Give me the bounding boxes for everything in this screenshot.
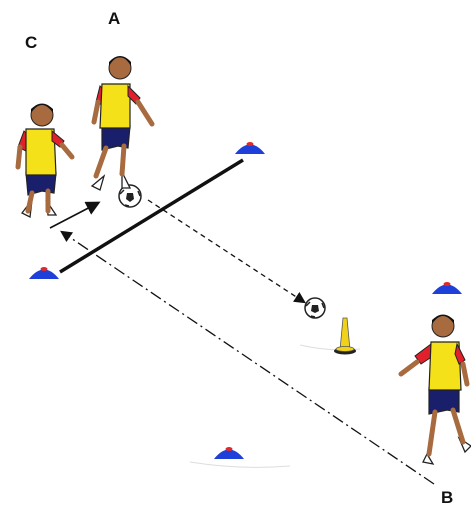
disc-cone-icon xyxy=(235,142,265,154)
disc-cone-icon xyxy=(29,267,59,279)
gate-line xyxy=(59,158,244,274)
player-b xyxy=(398,314,471,465)
player-a xyxy=(90,56,155,191)
disc-cone-icon xyxy=(432,282,462,294)
run-arrow xyxy=(49,201,101,229)
player-c xyxy=(15,103,75,218)
pass-arrow xyxy=(147,199,306,304)
player-label: B xyxy=(441,488,453,507)
return-pass-arrow xyxy=(60,230,435,485)
ground-marks xyxy=(189,344,361,468)
tall-cone-icon xyxy=(334,317,356,355)
soccer-ball-icon xyxy=(118,184,142,208)
player-label: C xyxy=(25,33,37,52)
player-label: A xyxy=(108,9,120,28)
soccer-ball-icon xyxy=(304,297,326,319)
disc-cone-icon xyxy=(214,447,244,459)
